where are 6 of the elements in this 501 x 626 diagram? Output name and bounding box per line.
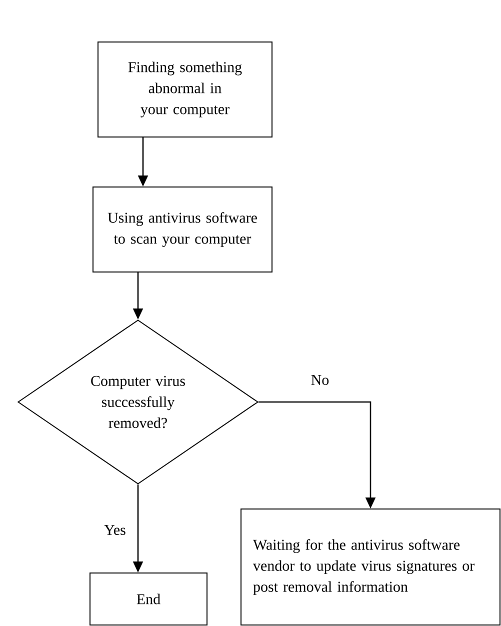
edge-label: No	[310, 374, 330, 386]
process-box: Waiting for the antivirus software vendor to update virus signatures or post removal information	[240, 508, 500, 626]
edge-label: Yes	[103, 524, 127, 536]
process-box: Using antivirus software to scan your computer	[92, 186, 272, 272]
process-box: End	[90, 572, 208, 626]
process-box: Finding something abnormal in your computer	[98, 42, 272, 138]
